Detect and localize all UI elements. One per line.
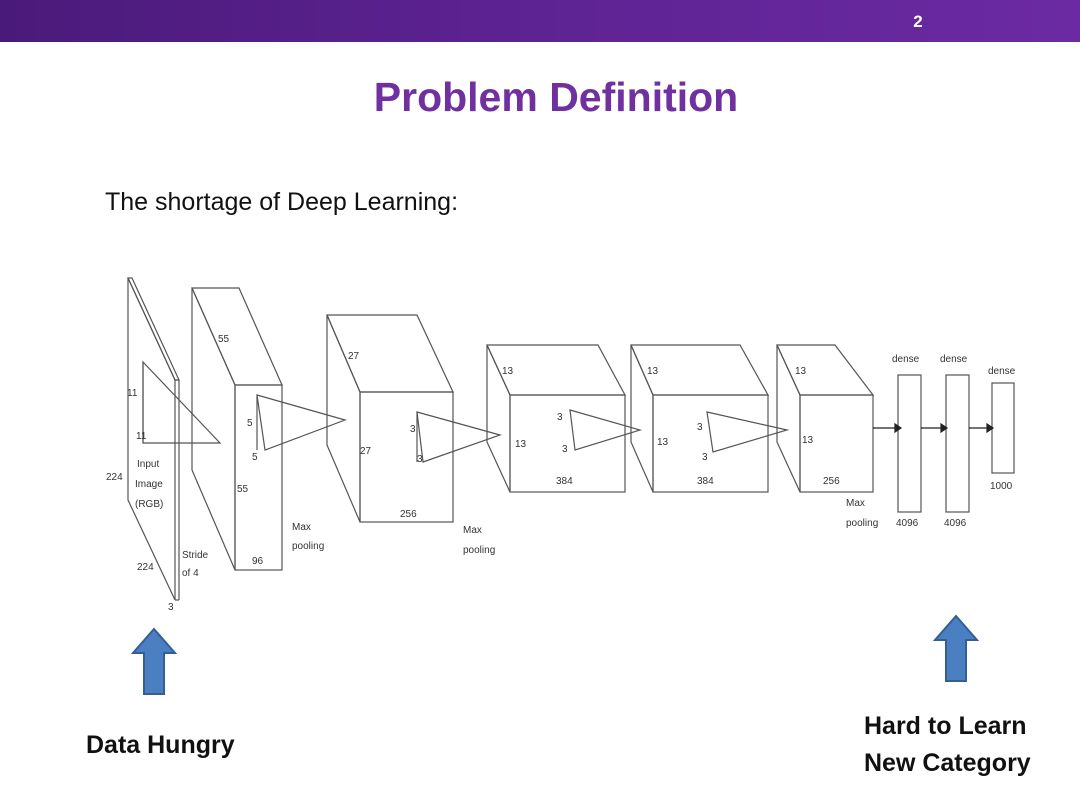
- header-bar: [0, 0, 1080, 42]
- conv2-depth-label: 256: [400, 509, 417, 520]
- conv2-size-label: 27: [348, 351, 360, 362]
- slide-title: Problem Definition: [373, 74, 739, 120]
- conv4-size-label-2: 13: [657, 437, 669, 448]
- input-kernel-label: 11: [127, 388, 138, 399]
- conv1-size-label: 55: [218, 334, 230, 345]
- cnn-architecture-diagram: 11 11 224 224 3 Input Image (RGB) Stride…: [106, 277, 1016, 613]
- input-layer: [127, 277, 222, 601]
- new-category-caption: Hard to Learn New Category: [864, 708, 1031, 782]
- input-name-label: Input: [137, 459, 159, 470]
- pool1-label-2: pooling: [292, 541, 324, 552]
- conv3-depth-label: 384: [556, 476, 573, 487]
- input-kernel-label-2: 11: [136, 431, 147, 442]
- conv1-kernel-label-2: 5: [252, 452, 258, 463]
- conv1-kernel-label: 5: [247, 418, 253, 429]
- dense1-label: dense: [892, 354, 920, 365]
- pool1-label: Max: [292, 522, 311, 533]
- conv5-block: [776, 344, 875, 493]
- input-size-label-2: 224: [137, 562, 154, 573]
- conv4-kernel-label-2: 3: [702, 452, 708, 463]
- input-name-label-2: Image: [135, 479, 163, 490]
- conv4-kernel-label: 3: [697, 422, 703, 433]
- conv3-size-label: 13: [502, 366, 514, 377]
- pool2-label: Max: [463, 525, 482, 536]
- new-category-caption-line1: Hard to Learn: [864, 712, 1027, 740]
- fc1-size-label: 4096: [896, 518, 919, 529]
- dense2-label: dense: [940, 354, 968, 365]
- conv3-kernel-label: 3: [557, 412, 563, 423]
- fc3-block: [991, 382, 1015, 474]
- conv1-size-label-2: 55: [237, 484, 249, 495]
- input-size-label: 224: [106, 472, 123, 483]
- conv2-kernel-label-2: 3: [417, 454, 423, 465]
- conv2-size-label-2: 27: [360, 446, 372, 457]
- conv5-depth-label: 256: [823, 476, 840, 487]
- pool3-label-2: pooling: [846, 518, 878, 529]
- fc1-block: [897, 374, 922, 513]
- pool3-label: Max: [846, 498, 865, 509]
- fc2-size-label: 4096: [944, 518, 967, 529]
- fc3-size-label: 1000: [990, 481, 1013, 492]
- conv2-block: [326, 314, 503, 523]
- conv3-kernel-label-2: 3: [562, 444, 568, 455]
- conv5-size-label-2: 13: [802, 435, 814, 446]
- conv1-depth-label: 96: [252, 556, 264, 567]
- conv4-block: [630, 344, 790, 493]
- data-hungry-caption: Data Hungry: [86, 731, 235, 759]
- conv3-block: [486, 344, 643, 493]
- stride-label: Stride: [182, 550, 209, 561]
- stride-label-2: of 4: [182, 568, 199, 579]
- conv4-size-label: 13: [647, 366, 659, 377]
- conv1-block: [191, 287, 347, 571]
- up-arrow-icon-right: [933, 614, 979, 682]
- pool2-label-2: pooling: [463, 545, 495, 556]
- up-arrow-icon: [131, 627, 177, 695]
- input-name-label-3: (RGB): [135, 499, 163, 510]
- conv4-depth-label: 384: [697, 476, 714, 487]
- input-depth-label: 3: [168, 602, 174, 613]
- conv5-size-label: 13: [795, 366, 807, 377]
- page-number: 2: [913, 12, 923, 31]
- conv3-size-label-2: 13: [515, 439, 527, 450]
- conv2-kernel-label: 3: [410, 424, 416, 435]
- fc2-block: [945, 374, 970, 513]
- dense3-label: dense: [988, 366, 1016, 377]
- slide-subtitle: The shortage of Deep Learning:: [105, 188, 459, 216]
- new-category-caption-line2: New Category: [864, 749, 1031, 777]
